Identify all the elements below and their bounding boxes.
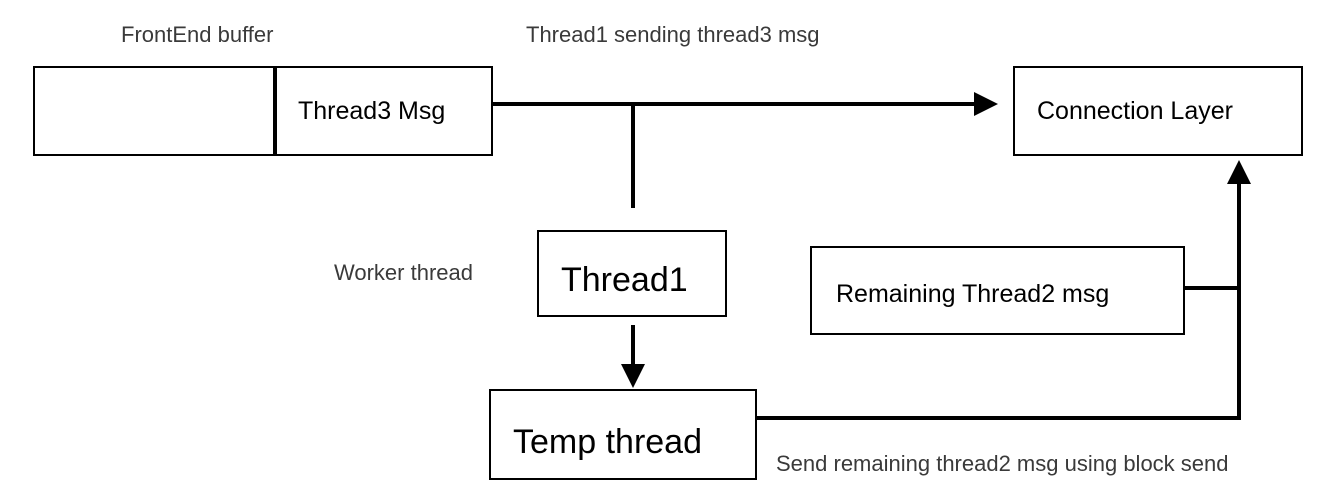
remaining-thread2-label: Remaining Thread2 msg xyxy=(836,280,1110,308)
connection-layer-label: Connection Layer xyxy=(1037,97,1233,125)
temp-thread-box: Temp thread xyxy=(489,389,757,480)
worker-thread-caption: Worker thread xyxy=(334,260,473,285)
temp-to-connection-line xyxy=(757,182,1241,420)
frontend-buffer-caption: FrontEnd buffer xyxy=(121,22,274,47)
connection-layer-up-arrowhead xyxy=(1227,160,1251,184)
thread3-msg-label: Thread3 Msg xyxy=(298,97,446,125)
remaining-thread2-box: Remaining Thread2 msg xyxy=(810,246,1185,335)
connection-layer-arrowhead xyxy=(974,92,998,116)
thread1-sending-caption: Thread1 sending thread3 msg xyxy=(526,22,820,47)
block-send-caption: Send remaining thread2 msg using block s… xyxy=(776,451,1229,476)
thread1-box: Thread1 xyxy=(537,230,727,317)
connection-layer-box: Connection Layer xyxy=(1013,66,1303,156)
temp-thread-label: Temp thread xyxy=(513,423,702,461)
thread1-label: Thread1 xyxy=(561,261,688,299)
thread3-msg-box: Thread3 Msg xyxy=(273,66,493,156)
temp-thread-arrowhead xyxy=(621,364,645,388)
